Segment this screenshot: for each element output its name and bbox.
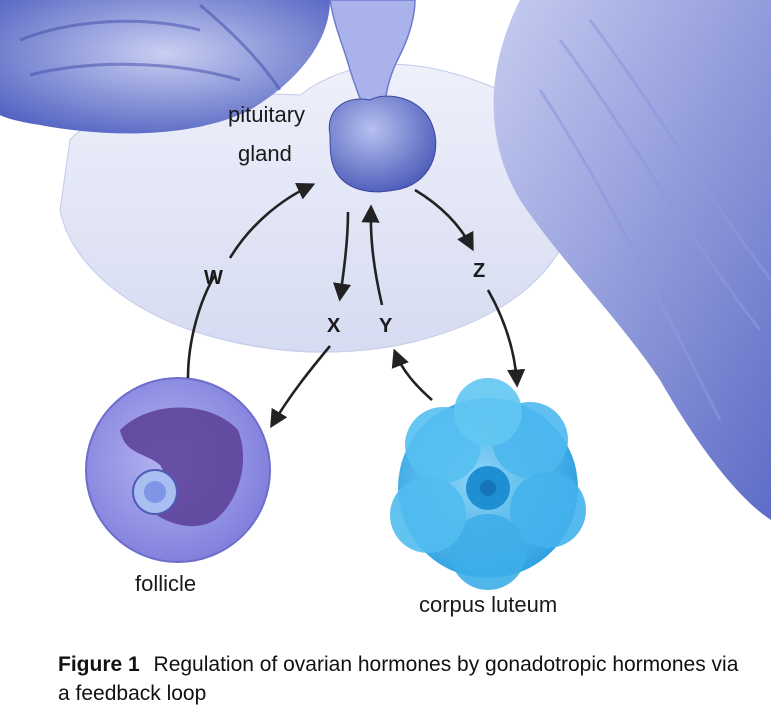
arrow-z xyxy=(414,188,474,252)
brain-right-region xyxy=(493,0,771,520)
follicle-label: follicle xyxy=(135,571,197,596)
figure-caption-text: Regulation of ovarian hormones by gonado… xyxy=(58,653,739,705)
diagram-artwork xyxy=(0,0,771,590)
label-z: Z xyxy=(473,260,486,282)
pituitary-label-line1: pituitary xyxy=(228,102,306,127)
label-x: X xyxy=(327,315,341,337)
follicle-illustration xyxy=(85,377,271,563)
pituitary-label-line2: gland xyxy=(238,141,292,166)
label-y: Y xyxy=(379,315,393,337)
arrow-y xyxy=(391,348,433,401)
label-w: W xyxy=(204,267,223,289)
corpus-luteum-illustration xyxy=(390,378,586,590)
pituitary-gland xyxy=(328,95,437,193)
figure-caption: Figure 1 Regulation of ovarian hormones … xyxy=(58,650,748,708)
arrow-x xyxy=(333,211,352,302)
figure-number: Figure 1 xyxy=(58,653,140,676)
corpus-luteum-label: corpus luteum xyxy=(419,592,558,617)
feedback-arrows xyxy=(186,182,526,429)
arrow-w xyxy=(186,274,217,379)
